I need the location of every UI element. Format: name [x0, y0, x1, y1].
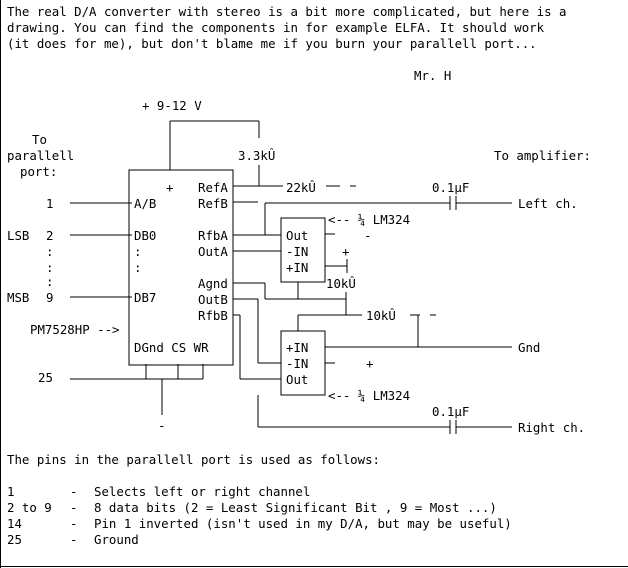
opamp-top-label: <-- ¼ LM324	[328, 212, 410, 227]
chip-ab: A/B	[134, 196, 156, 211]
chip-plus: +	[166, 180, 173, 195]
chip-refb: RefB	[198, 196, 228, 211]
chip-colon-1: :	[134, 244, 141, 259]
opamp-top-out: Out	[286, 228, 308, 243]
opamp-bottom-label: <-- ¼ LM324	[328, 388, 410, 403]
chip-outb: OutB	[198, 292, 228, 307]
chip-part-label: PM7528HP -->	[30, 322, 120, 337]
opamp-bottom-plus-sign: +	[366, 356, 373, 371]
pin-25-label: 25	[38, 370, 53, 385]
pin-row-1-dash: -	[70, 484, 77, 499]
r10-horiz-label: 10kÛ	[366, 308, 396, 323]
opamp-top-minus-sign: -	[364, 228, 371, 243]
opamp-top-plus-in: +IN	[286, 260, 308, 275]
author: Mr. H	[414, 68, 451, 83]
to-port-1: To	[32, 132, 47, 147]
left-ch-label: Left ch.	[518, 196, 578, 211]
right-ch-label: Right ch.	[518, 420, 585, 435]
pin-row-1-desc: Selects left or right channel	[94, 484, 310, 499]
chip-db7: DB7	[134, 290, 156, 305]
lsb-label: LSB	[7, 228, 29, 243]
pin-row-3-pin: 14	[7, 516, 22, 531]
pin-row-3-dash: -	[70, 516, 77, 531]
pin-1-label: 1	[46, 196, 53, 211]
msb-label: MSB	[7, 290, 29, 305]
cap-right-label: 0.1µF	[432, 404, 469, 419]
gnd-label: Gnd	[518, 340, 540, 355]
opamp-bottom-minus-in: -IN	[286, 356, 308, 371]
opamp-top-plus-sign: +	[342, 244, 349, 259]
supply-label: + 9-12 V	[142, 98, 202, 113]
chip-outa: OutA	[198, 244, 228, 259]
opamp-top-body	[280, 217, 326, 283]
intro-line-1: The real D/A converter with stereo is a …	[7, 4, 567, 19]
dots-1: :	[46, 244, 53, 259]
resistor-top-label: 3.3kÛ	[238, 148, 275, 163]
pin-row-3-desc: Pin 1 inverted (isn't used in my D/A, bu…	[94, 516, 512, 531]
dots-3: :	[46, 274, 53, 289]
to-amplifier-label: To amplifier:	[494, 148, 591, 163]
to-port-2: parallell	[7, 148, 74, 163]
r10-vert-label: 10kÛ	[326, 276, 356, 291]
intro-line-3: (it does for me), but don't blame me if …	[7, 36, 537, 51]
pin-9-label: 9	[46, 290, 53, 305]
chip-colon-2: :	[134, 260, 141, 275]
chip-agnd: Agnd	[198, 276, 228, 291]
chip-bottom-pins: DGnd CS WR	[134, 340, 209, 355]
cap-left-label: 0.1µF	[432, 180, 469, 195]
pin-2-label: 2	[46, 228, 53, 243]
pin-row-4-dash: -	[70, 532, 77, 547]
to-port-3: port:	[20, 164, 57, 179]
opamp-bottom-plus-in: +IN	[286, 340, 308, 355]
chip-rfba: RfbA	[198, 228, 228, 243]
pins-heading: The pins in the parallell port is used a…	[7, 452, 380, 467]
chip-refa: RefA	[198, 180, 228, 195]
opamp-top-minus-in: -IN	[286, 244, 308, 259]
r22-label: 22kÛ	[286, 180, 316, 195]
pin-row-4-pin: 25	[7, 532, 22, 547]
opamp-bottom-out: Out	[286, 372, 308, 387]
dots-2: :	[46, 260, 53, 275]
bottom-border	[0, 566, 628, 567]
pin-row-1-pin: 1	[7, 484, 14, 499]
dac-chip-body	[128, 169, 234, 366]
chip-rfbb: RfbB	[198, 308, 228, 323]
chip-db0: DB0	[134, 228, 156, 243]
pin-row-2-pin: 2 to 9	[7, 500, 52, 515]
intro-line-2: drawing. You can find the components in …	[7, 20, 545, 35]
pin-row-4-desc: Ground	[94, 532, 139, 547]
ground-sign: -	[158, 418, 165, 433]
pin-row-2-dash: -	[70, 500, 77, 515]
left-border	[0, 0, 1, 568]
pin-row-2-desc: 8 data bits (2 = Least Significant Bit ,…	[94, 500, 497, 515]
